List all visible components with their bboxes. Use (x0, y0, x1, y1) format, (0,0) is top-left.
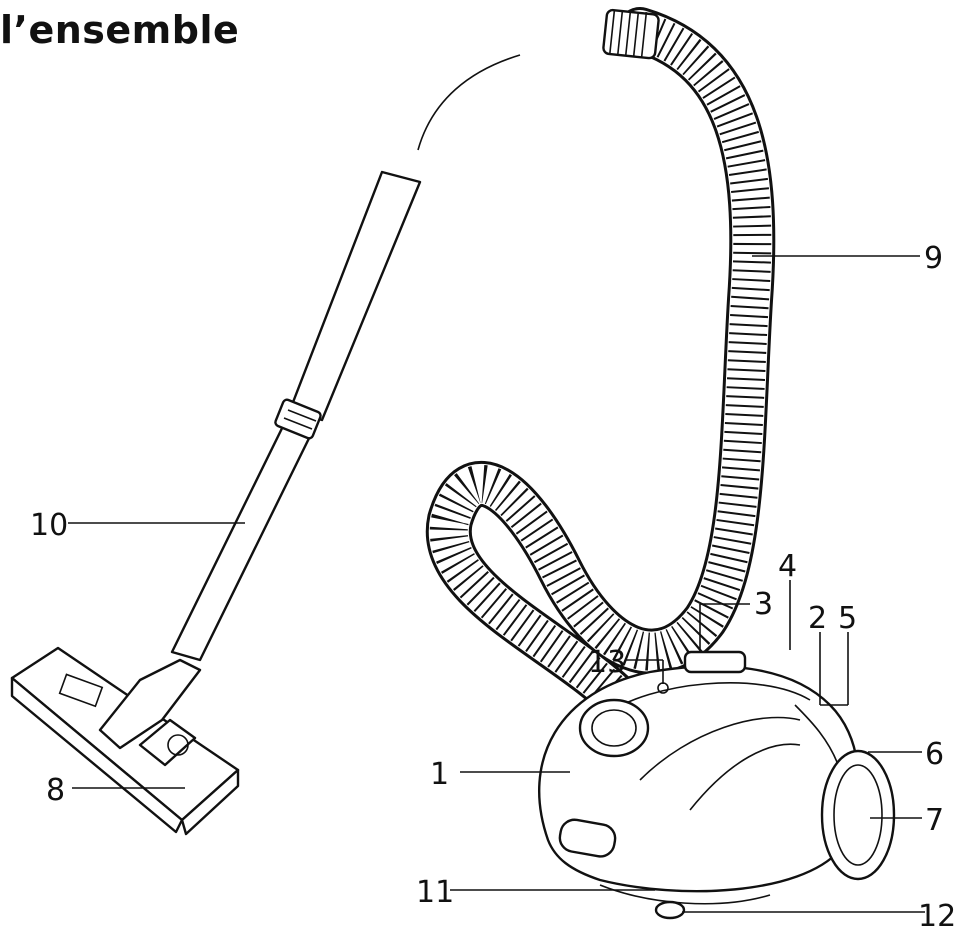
callout-3: 3 (754, 587, 773, 622)
callout-10: 10 (30, 508, 68, 543)
callout-8: 8 (46, 773, 65, 808)
hose (425, 7, 776, 723)
callout-1: 1 (430, 757, 449, 792)
callout-12: 12 (918, 899, 956, 934)
leader-lines (68, 255, 925, 913)
page-title: l’ensemble (0, 8, 240, 52)
callout-4: 4 (778, 549, 797, 584)
floor-nozzle (10, 646, 240, 836)
callout-13: 13 (588, 645, 626, 680)
callout-9: 9 (924, 241, 943, 276)
callout-labels: 1 2 3 4 5 6 7 8 9 10 11 12 13 (30, 241, 956, 934)
telescopic-tube (170, 170, 422, 662)
callout-6: 6 (925, 737, 944, 772)
vacuum-body (538, 650, 896, 920)
callout-5: 5 (838, 601, 857, 636)
callout-11: 11 (416, 875, 454, 910)
callout-7: 7 (925, 803, 944, 838)
handle (392, 8, 660, 183)
callout-2: 2 (808, 601, 827, 636)
